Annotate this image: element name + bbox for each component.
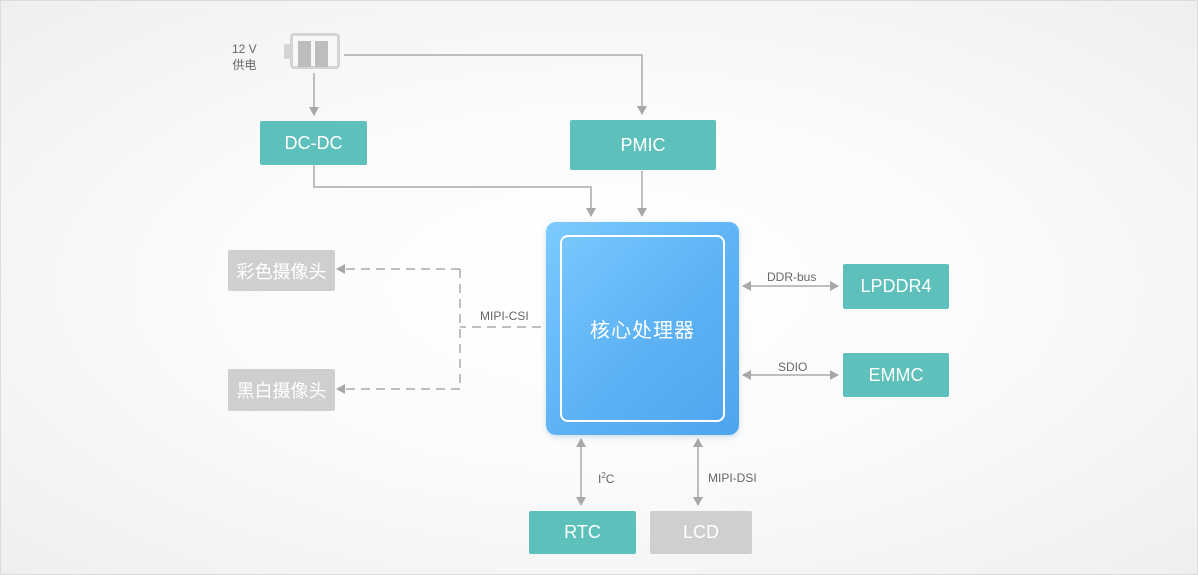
wire-battery-pmic: [344, 54, 647, 115]
power-supply-label: 12 V 供电: [232, 41, 257, 73]
lpddr4-block: LPDDR4: [843, 264, 949, 309]
cpu-block: 核心处理器: [546, 222, 739, 435]
mipi-dsi-label: MIPI-DSI: [708, 471, 757, 485]
sdio-label: SDIO: [778, 360, 808, 374]
wire-dcdc-cpu: [313, 165, 596, 217]
mono-camera-block: 黑白摄像头: [228, 369, 335, 411]
emmc-block: EMMC: [843, 353, 949, 397]
rtc-block: RTC: [529, 511, 636, 554]
dcdc-block: DC-DC: [260, 121, 367, 165]
pmic-block: PMIC: [570, 120, 716, 170]
color-camera-block: 彩色摄像头: [228, 250, 335, 291]
ddr-bus-label: DDR-bus: [767, 270, 817, 284]
voltage-label: 12 V: [232, 42, 257, 56]
battery-icon: [284, 33, 344, 71]
lcd-block: LCD: [650, 511, 752, 554]
supply-label: 供电: [232, 58, 257, 72]
mipi-csi-label: MIPI-CSI: [480, 309, 529, 323]
cpu-label: 核心处理器: [560, 235, 725, 422]
i2c-label: I2C: [598, 471, 615, 486]
